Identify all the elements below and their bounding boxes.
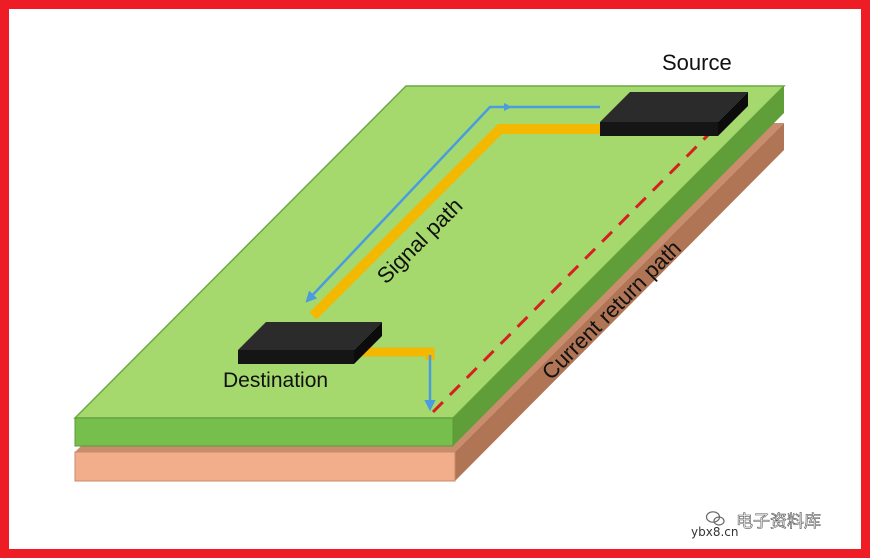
signal-trace — [309, 124, 606, 320]
signal-board-side — [453, 86, 784, 446]
watermark-site: ybx8.cn — [691, 525, 738, 539]
destination-chip-front — [238, 350, 354, 364]
pcb-diagram: Source Destination Signal path Current r… — [73, 50, 821, 539]
source-chip-front — [600, 122, 718, 136]
source-label: Source — [662, 50, 732, 75]
ground-plane-side — [455, 123, 784, 481]
ground-plane-front — [74, 451, 456, 482]
source-chip-side — [718, 92, 748, 136]
destination-chip-side — [354, 322, 382, 364]
source-chip-top — [600, 92, 748, 122]
destination-label: Destination — [223, 369, 328, 392]
watermark: ybx8.cn 电子资料库 — [691, 511, 821, 539]
destination-chip — [238, 322, 382, 364]
return-path-line — [431, 128, 715, 414]
signal-board — [73, 85, 786, 447]
wechat-icon — [705, 511, 725, 526]
signal-direction-arrow — [305, 105, 600, 303]
signal-arrow-tick — [504, 103, 512, 111]
watermark-channel: 电子资料库 — [736, 512, 821, 532]
source-chip — [600, 92, 748, 136]
signal-board-front — [74, 417, 454, 447]
destination-chip-top — [238, 322, 382, 350]
